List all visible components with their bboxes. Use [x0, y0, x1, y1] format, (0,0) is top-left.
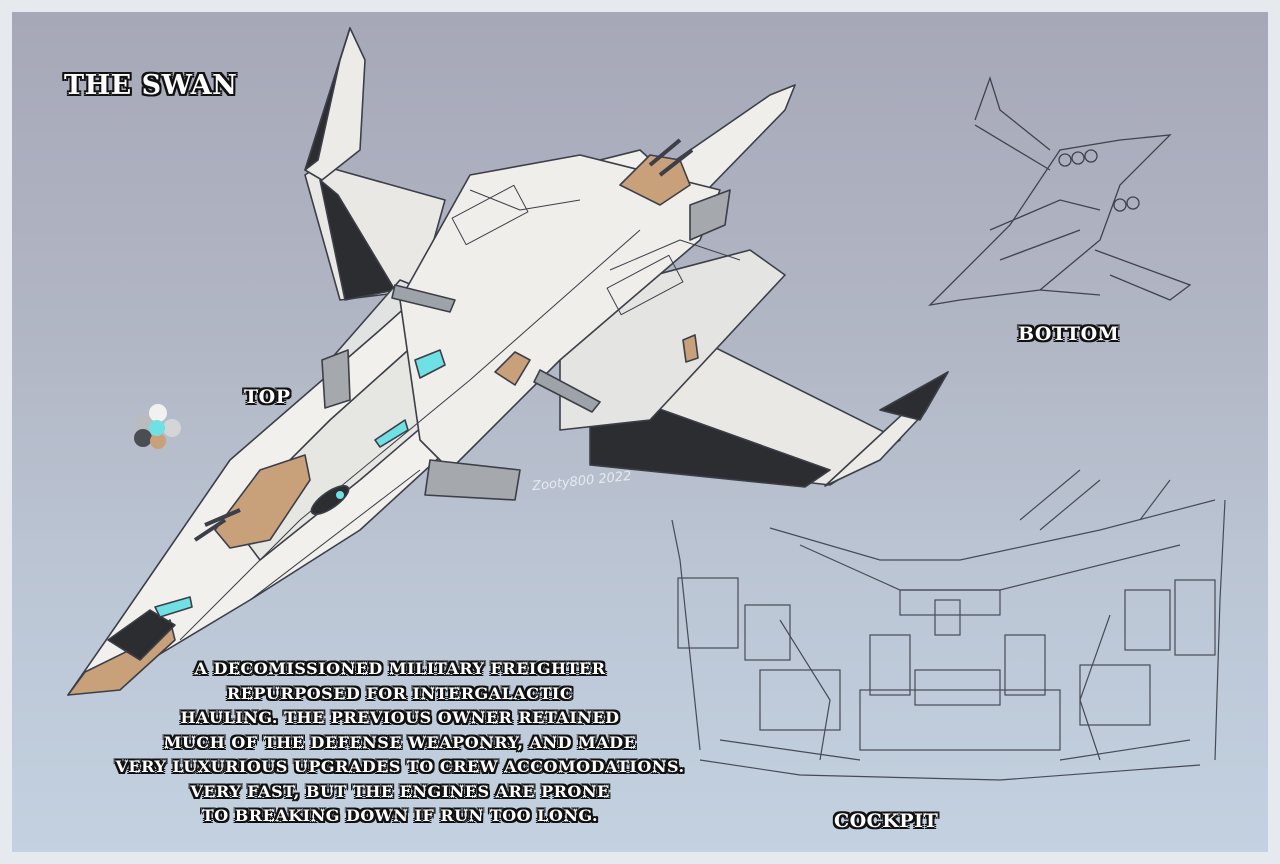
color-swatches — [134, 404, 181, 449]
description-line: REPURPOSED FOR INTERGALACTIC — [226, 683, 574, 703]
rear-turret-gun — [648, 138, 682, 167]
description-line: HAULING. THE PREVIOUS OWNER RETAINED — [180, 708, 620, 727]
top-view-label: TOP — [244, 386, 291, 408]
center-body — [399, 154, 721, 471]
description-line: VERY FAST, BUT THE ENGINES ARE PRONE — [190, 781, 610, 801]
front-turret-gun — [193, 518, 227, 542]
engine-pad — [494, 351, 531, 386]
nose-glow — [154, 596, 193, 618]
left-fin-dark — [304, 27, 351, 171]
description-line: VERY LUXURIOUS UPGRADES TO CREW ACCOMODA… — [115, 757, 685, 776]
description-line: A DECOMISSIONED MILITARY FREIGHTER — [194, 659, 606, 678]
grey-panel-4 — [321, 349, 351, 409]
ship-top-view — [67, 27, 949, 696]
grey-panel-1 — [391, 284, 456, 313]
nose-dark — [107, 609, 176, 661]
turret-pad-front — [214, 454, 311, 549]
cockpit-view-label: COCKPIT — [834, 810, 939, 832]
grey-panel-5 — [689, 189, 731, 241]
ship-description: A DECOMISSIONED MILITARY FREIGHTER REPUR… — [100, 657, 700, 829]
wing-pad — [682, 334, 699, 363]
cockpit-window-2 — [374, 419, 409, 448]
bottom-view-label: BOTTOM — [1018, 323, 1120, 345]
description-line: MUCH OF THE DEFENSE WEAPONRY, AND MADE — [163, 732, 637, 752]
ship-bottom-view — [928, 75, 1192, 306]
ship-title: THE SWAN — [64, 70, 238, 101]
description-line: TO BREAKING DOWN IF RUN TOO LONG. — [201, 806, 599, 825]
right-fin-dark — [879, 371, 949, 421]
nose-cone — [67, 619, 176, 696]
grey-panel-3 — [424, 459, 521, 501]
grey-panel-2 — [533, 369, 601, 413]
cockpit-window — [414, 349, 446, 379]
cockpit-interior-sketch — [671, 469, 1226, 781]
